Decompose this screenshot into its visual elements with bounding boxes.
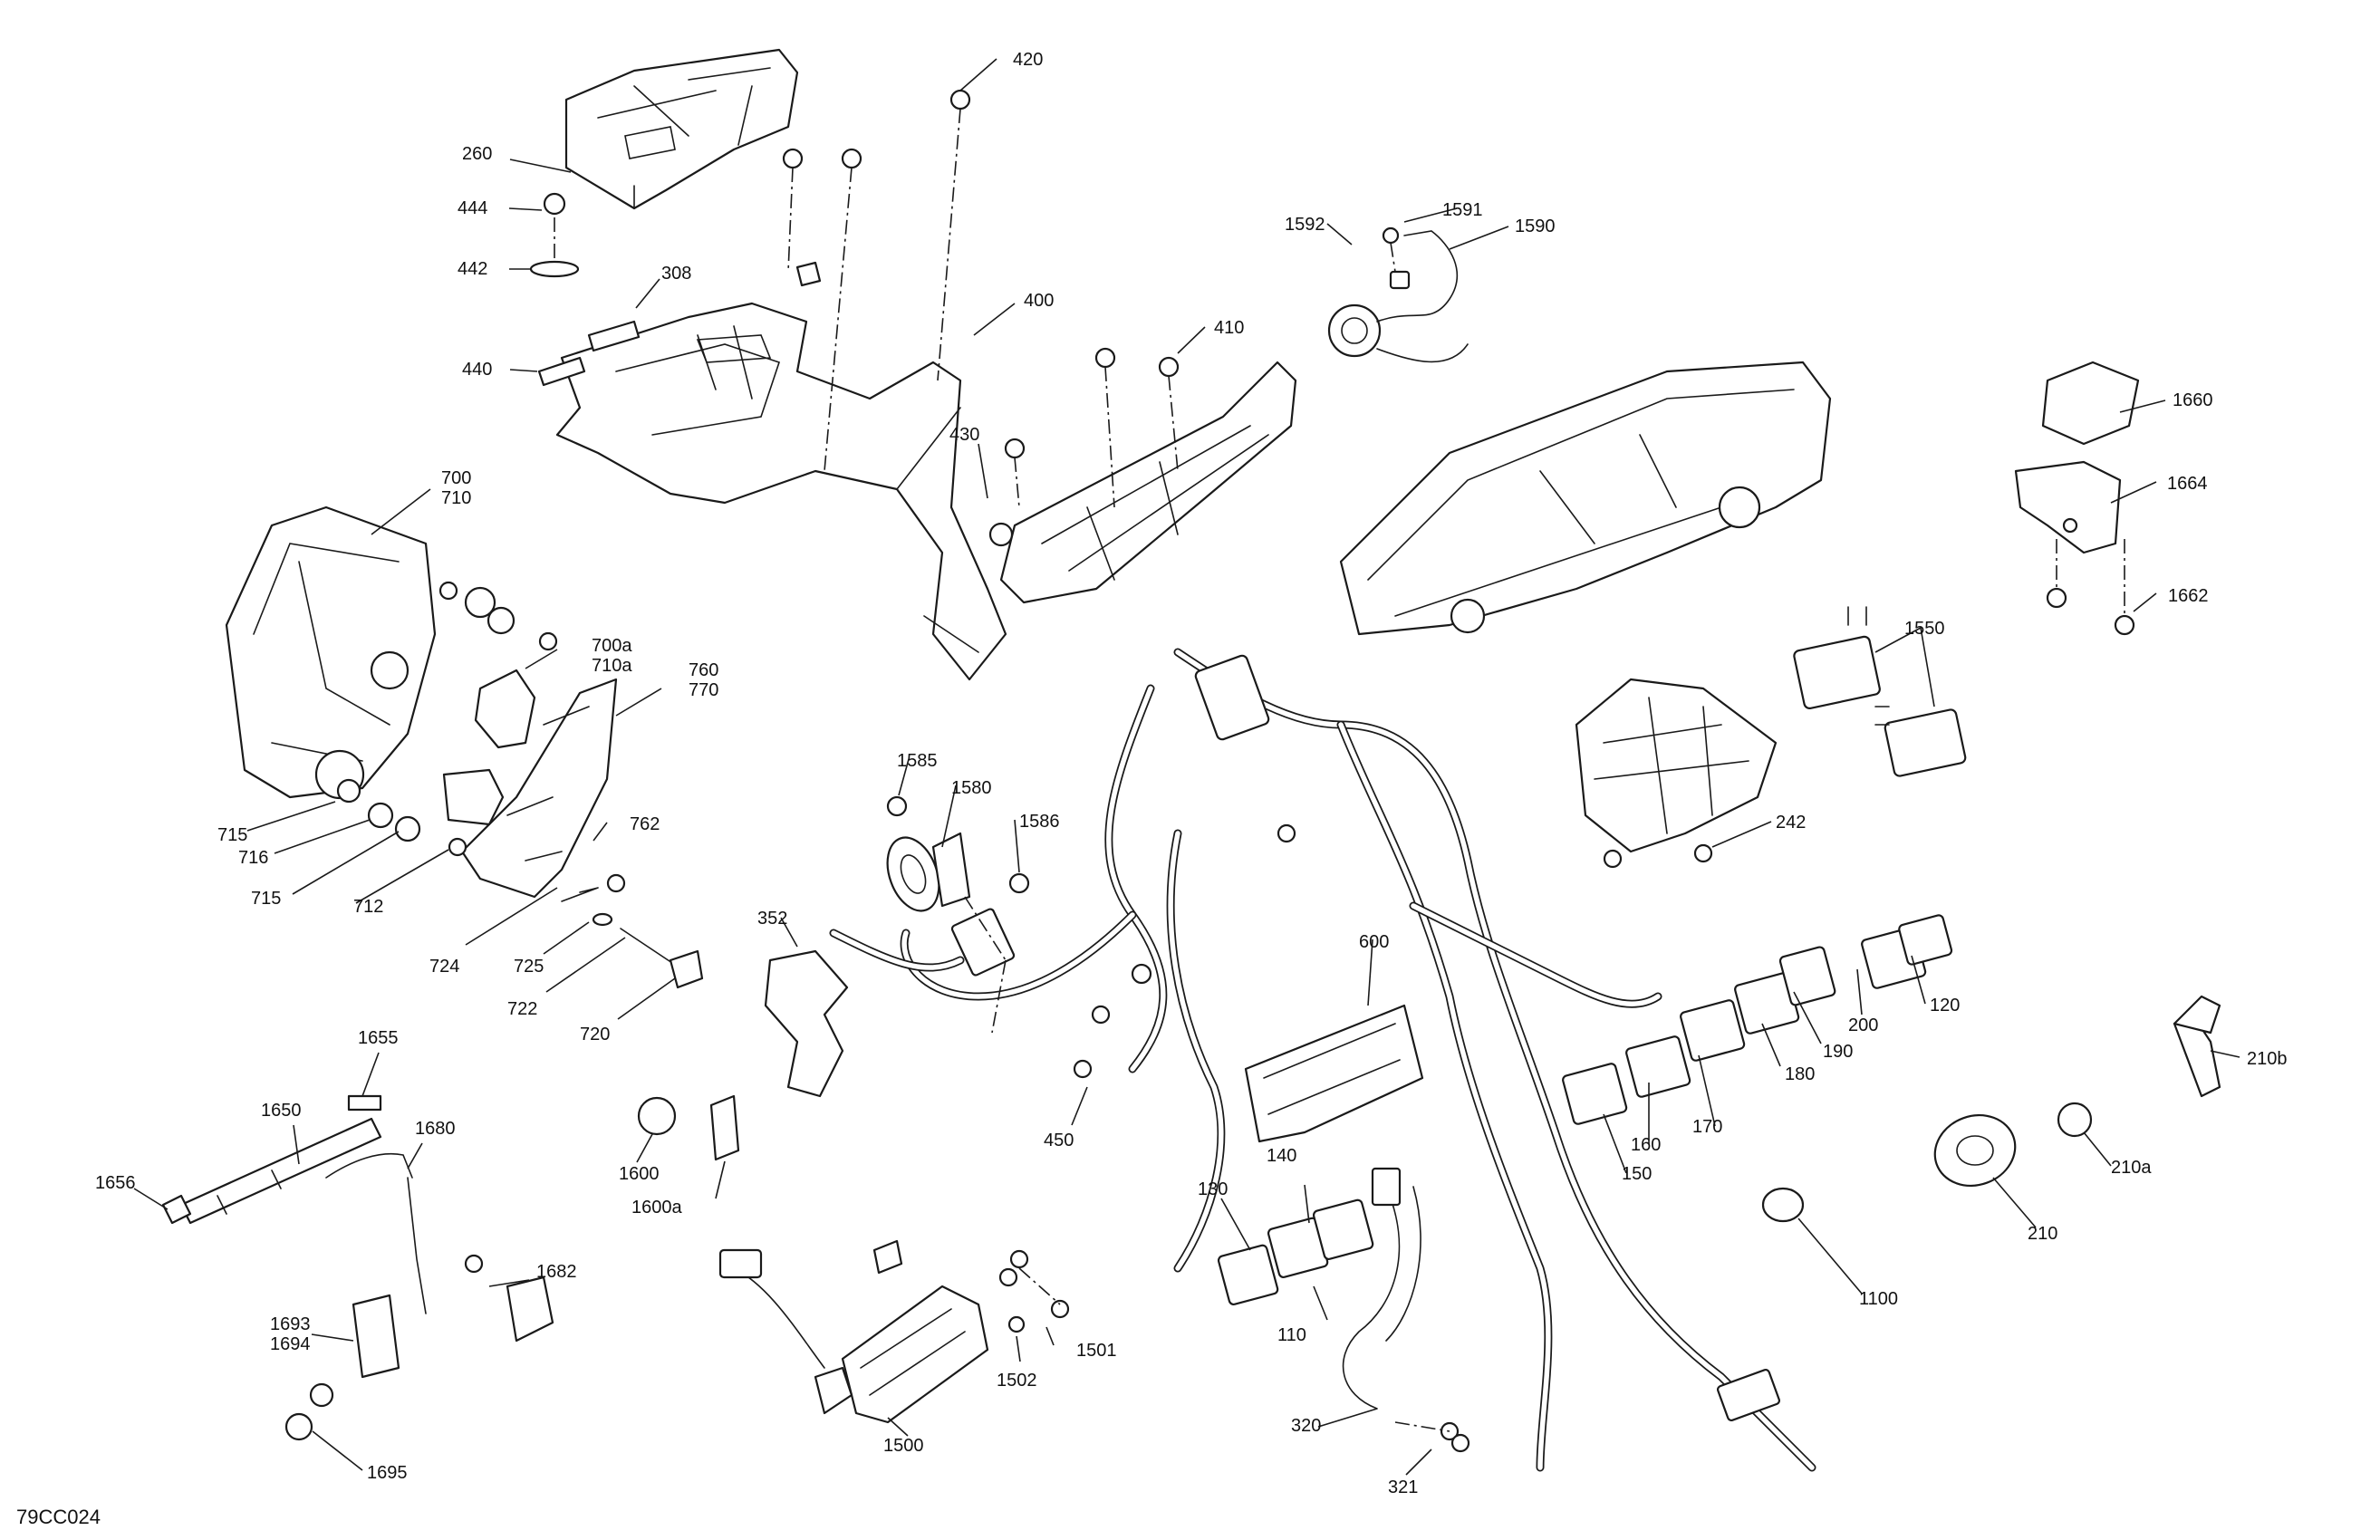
- callout-1600a: 1600a: [631, 1198, 682, 1218]
- part-switch-row: [1217, 914, 1953, 1306]
- callout-321: 321: [1388, 1477, 1418, 1497]
- callout-1600: 1600: [619, 1164, 660, 1184]
- callout-210a: 210a: [2111, 1158, 2152, 1178]
- part-horn: [886, 832, 971, 912]
- callout-160: 160: [1631, 1135, 1661, 1155]
- part-relays: [1793, 606, 1967, 777]
- callout-1694: 1694: [270, 1334, 311, 1354]
- callout-710: 710: [441, 488, 471, 508]
- callout-715-top: 715: [217, 825, 247, 845]
- callout-724: 724: [429, 957, 459, 977]
- callout-710a: 710a: [592, 656, 632, 676]
- part-sensor-assembly: [1327, 230, 1469, 363]
- callout-442: 442: [458, 259, 487, 279]
- part-hose-and-sensor: [161, 1094, 554, 1441]
- callout-700: 700: [441, 468, 471, 488]
- callout-1693: 1693: [270, 1314, 311, 1334]
- callout-180: 180: [1785, 1064, 1815, 1084]
- callout-1591: 1591: [1442, 200, 1483, 220]
- part-lever-assembly: [718, 1239, 989, 1424]
- callout-770: 770: [689, 680, 718, 700]
- callout-450: 450: [1044, 1131, 1074, 1150]
- assembly-lines: [554, 108, 2125, 1432]
- callout-352: 352: [757, 909, 787, 929]
- callout-1100: 1100: [1859, 1289, 1898, 1309]
- callout-1695: 1695: [367, 1463, 408, 1483]
- callout-1664: 1664: [2167, 474, 2208, 494]
- callout-762: 762: [630, 814, 660, 834]
- callout-308: 308: [661, 264, 691, 284]
- part-sensor-harness: [764, 908, 1016, 1098]
- callout-140: 140: [1267, 1146, 1296, 1166]
- leader-lines: [133, 58, 2240, 1476]
- callout-1501: 1501: [1076, 1341, 1117, 1361]
- callout-1682: 1682: [536, 1262, 577, 1282]
- callout-200: 200: [1848, 1015, 1878, 1035]
- callout-715-bottom: 715: [251, 889, 281, 909]
- callout-440: 440: [462, 360, 492, 380]
- callout-1662: 1662: [2168, 586, 2209, 606]
- callout-1586: 1586: [1019, 812, 1060, 832]
- callout-1550: 1550: [1904, 619, 1945, 639]
- part-fasteners: [309, 89, 2135, 1453]
- callout-716: 716: [238, 848, 268, 868]
- callout-444: 444: [458, 198, 487, 218]
- callout-420: 420: [1013, 50, 1043, 70]
- part-bulb-sockets: [442, 669, 536, 826]
- part-connector-1600: [637, 1094, 740, 1161]
- part-module-bracket: [2014, 361, 2140, 554]
- part-top-cover: [564, 48, 799, 210]
- callout-1502: 1502: [997, 1371, 1037, 1391]
- callout-130: 130: [1198, 1179, 1228, 1199]
- callout-260: 260: [462, 144, 492, 164]
- callout-110: 110: [1277, 1325, 1306, 1345]
- callout-1655: 1655: [358, 1028, 399, 1048]
- part-light-bracket: [460, 678, 618, 899]
- part-sub-harness: [1342, 1167, 1460, 1441]
- callout-190: 190: [1823, 1042, 1853, 1062]
- part-main-wiring-harness: [900, 648, 1816, 1472]
- callout-1660: 1660: [2173, 390, 2213, 410]
- callout-1585: 1585: [897, 751, 938, 771]
- callout-725: 725: [514, 957, 544, 977]
- callout-1580: 1580: [951, 778, 992, 798]
- part-support-frame: [999, 361, 1297, 604]
- callout-700a: 700a: [592, 636, 632, 656]
- part-headlight-housing: [225, 505, 437, 800]
- callout-760: 760: [689, 660, 718, 680]
- callout-1680: 1680: [415, 1119, 456, 1139]
- callout-720: 720: [580, 1025, 610, 1044]
- callout-600: 600: [1359, 932, 1389, 952]
- callout-242: 242: [1776, 813, 1806, 833]
- callout-400: 400: [1024, 291, 1054, 311]
- part-fuse-box: [1575, 678, 1778, 853]
- part-ignition-switch: [1761, 995, 2221, 1223]
- callout-712: 712: [353, 897, 383, 917]
- part-main-bracket: [555, 302, 1007, 681]
- callout-1592: 1592: [1285, 215, 1325, 235]
- callout-210: 210: [2028, 1224, 2057, 1244]
- callout-170: 170: [1692, 1117, 1722, 1137]
- callout-430: 430: [949, 425, 979, 445]
- part-gauge-housing: [1339, 361, 1832, 636]
- callout-labels: 420 260 444 442 308 440 400 410 430 1592…: [95, 50, 2288, 1497]
- callout-320: 320: [1291, 1416, 1321, 1436]
- callout-1590: 1590: [1515, 217, 1556, 236]
- callout-150: 150: [1622, 1164, 1652, 1184]
- callout-1500: 1500: [883, 1436, 924, 1456]
- callout-722: 722: [507, 999, 537, 1019]
- part-instrument-cluster: [1244, 1004, 1424, 1143]
- callout-410: 410: [1214, 318, 1244, 338]
- diagram-reference-code: 79CC024: [16, 1506, 101, 1528]
- callout-120: 120: [1930, 996, 1960, 1015]
- callout-1650: 1650: [261, 1101, 302, 1121]
- callout-210b: 210b: [2247, 1049, 2288, 1069]
- callout-1656: 1656: [95, 1173, 136, 1193]
